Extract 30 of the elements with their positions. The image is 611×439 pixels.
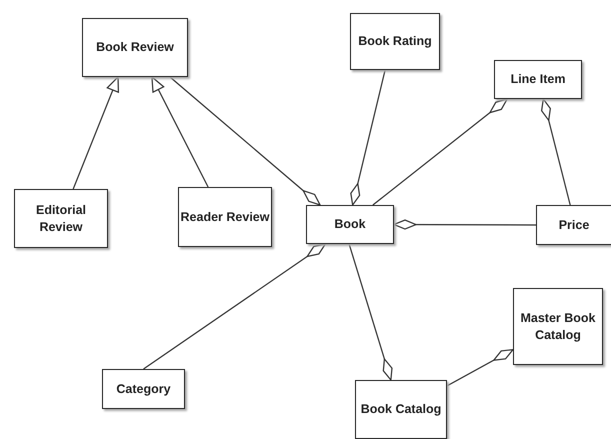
aggregation-line xyxy=(350,70,386,206)
class-box xyxy=(82,18,188,77)
class-box xyxy=(536,205,611,245)
aggregation-line xyxy=(541,98,571,206)
generalization-arrow xyxy=(72,76,119,190)
class-box xyxy=(14,189,108,248)
class-name: Book Catalog xyxy=(360,401,442,418)
aggregation-line xyxy=(372,98,508,206)
class-box xyxy=(355,380,447,439)
class-name: Reader Review xyxy=(180,208,270,226)
class-name: Editorial Review xyxy=(34,202,87,235)
generalization-arrow xyxy=(151,76,209,188)
class-box xyxy=(350,13,440,70)
aggregation-line xyxy=(446,349,514,386)
class-name: Master Book Catalog xyxy=(519,310,597,343)
class-name: Category xyxy=(116,380,171,398)
class-name: Price xyxy=(558,216,590,234)
aggregation-line xyxy=(348,244,393,381)
class-box xyxy=(306,205,394,244)
aggregation-line xyxy=(143,243,326,370)
class-name: Book Review xyxy=(96,39,174,56)
class-name: Book xyxy=(334,216,366,233)
aggregation-line xyxy=(393,219,536,230)
aggregation-line xyxy=(170,76,321,206)
class-name: Book Rating xyxy=(358,33,432,50)
class-box xyxy=(513,288,603,365)
class-box xyxy=(494,60,582,99)
class-box xyxy=(102,369,185,409)
class-box xyxy=(178,187,272,247)
class-name: Line Item xyxy=(510,71,566,88)
